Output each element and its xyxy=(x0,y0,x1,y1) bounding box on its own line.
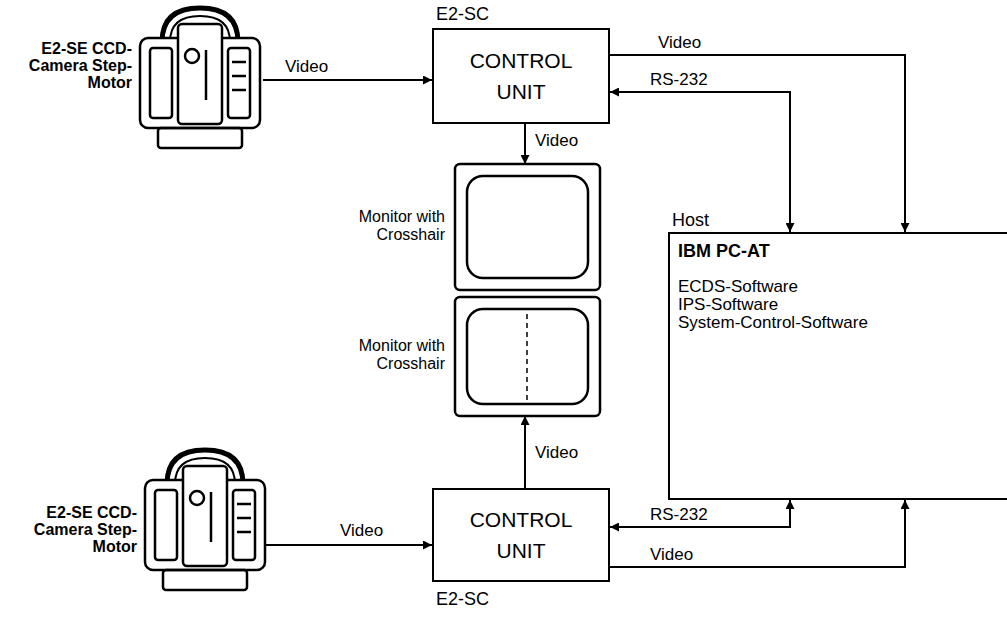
box-label: CONTROL UNIT xyxy=(456,504,586,567)
unit-name: E2-SC xyxy=(436,589,489,610)
camera-drawing xyxy=(145,450,265,590)
control-unit-box: E2-SCCONTROL UNIT xyxy=(432,28,610,124)
camera-label: E2-SE CCD-Camera Step-Motor xyxy=(4,41,132,91)
monitor-drawing xyxy=(455,164,600,290)
signal-connector xyxy=(524,416,526,488)
signal-label: RS-232 xyxy=(648,70,710,90)
camera-drawing xyxy=(140,8,260,148)
signal-connector xyxy=(610,92,790,232)
camera-label: E2-SE CCD-Camera Step-Motor xyxy=(9,505,137,555)
monitor: Monitor with Crosshair xyxy=(330,164,600,290)
box-label: CONTROL UNIT xyxy=(456,45,586,108)
computer-name: IBM PC-AT xyxy=(678,242,770,261)
monitor: Monitor with Crosshair xyxy=(330,297,600,416)
signal-connector xyxy=(610,500,905,567)
monitor-drawing xyxy=(455,297,600,416)
signal-connector xyxy=(524,124,526,164)
software-name: System-Control-Software xyxy=(678,314,868,332)
monitor-label: Monitor with Crosshair xyxy=(330,208,445,243)
signal-label: Video xyxy=(533,443,580,463)
signal-label: Video xyxy=(648,545,695,565)
control-unit-box: CONTROL UNITE2-SC xyxy=(432,488,610,582)
signal-label: Video xyxy=(656,33,703,53)
signal-label: Video xyxy=(283,57,330,77)
signal-label: Video xyxy=(533,131,580,151)
monitor-label: Monitor with Crosshair xyxy=(330,337,445,372)
software-name: ECDS-Software xyxy=(678,278,798,296)
unit-name: E2-SC xyxy=(436,4,489,25)
signal-connector xyxy=(610,500,790,527)
signal-label: Video xyxy=(338,521,385,541)
signal-connector xyxy=(610,55,905,232)
software-name: IPS-Software xyxy=(678,296,778,314)
signal-connector xyxy=(263,79,432,81)
signal-label: RS-232 xyxy=(648,505,710,525)
camera: E2-SE CCD-Camera Step-Motor xyxy=(9,447,265,595)
camera: E2-SE CCD-Camera Step-Motor xyxy=(4,5,263,153)
signal-connector xyxy=(265,544,432,546)
host-computer: HostIBM PC-ATECDS-SoftwareIPS-SoftwareSy… xyxy=(668,232,1007,500)
host-label: Host xyxy=(672,210,709,231)
